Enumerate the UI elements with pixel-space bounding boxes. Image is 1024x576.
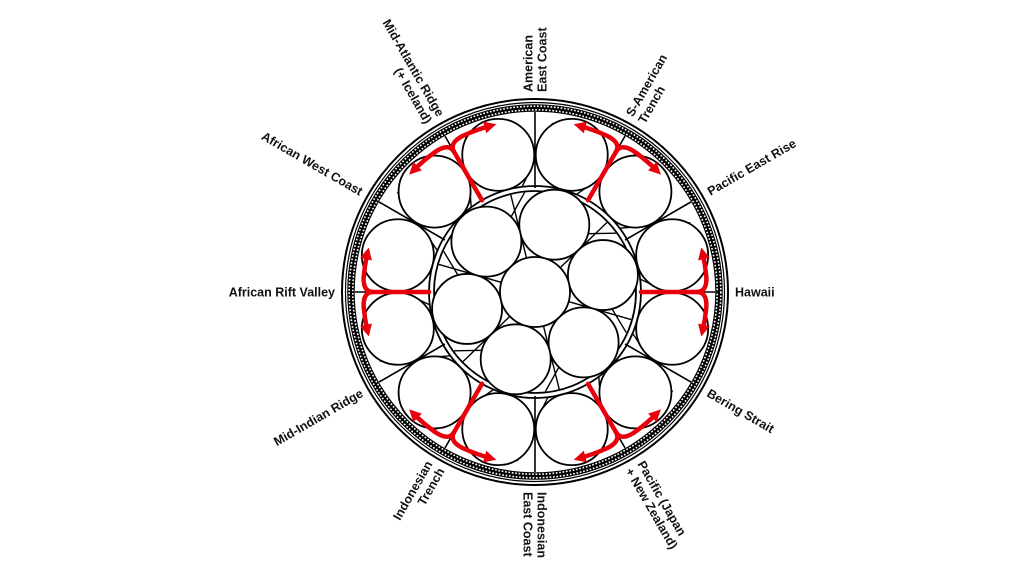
outer-cell-circle: [598, 355, 673, 430]
arrowhead-icon: [409, 409, 422, 423]
label-line: American: [522, 35, 536, 92]
arrowhead-icon: [573, 450, 587, 463]
outer-cell-circle: [360, 291, 435, 366]
flow-arrow-stem: [585, 149, 619, 203]
arrowhead-icon: [698, 323, 710, 337]
flow-arrow-branch: [577, 123, 620, 154]
label-line: Mid-Indian Ridge: [271, 386, 365, 448]
label-line: Bering Strait: [704, 386, 777, 436]
outer-cell-circle: [461, 392, 536, 467]
middle-cell-circle: [547, 306, 620, 379]
radial-divider: [378, 343, 446, 383]
label-african-rift-valley: African Rift Valley: [229, 286, 335, 300]
label-line: Pacific East Rise: [705, 136, 799, 198]
arrowhead-icon: [573, 121, 587, 134]
label-line: Indonesian: [535, 492, 549, 558]
outer-cell-circle: [534, 392, 609, 467]
middle-cell-circle: [518, 188, 591, 261]
flow-arrow-branch: [361, 289, 376, 333]
flow-arrow-stem: [451, 149, 485, 203]
label-line: African West Coast: [259, 129, 366, 199]
arrowhead-icon: [360, 323, 372, 337]
outer-cell-circle: [461, 117, 536, 192]
outer-cell-circle: [534, 117, 609, 192]
checker-band: [347, 104, 723, 480]
label-line: East Coast: [521, 492, 535, 557]
flow-arrow-branch: [613, 411, 659, 440]
middle-cell-circle: [431, 273, 503, 345]
arrowhead-icon: [360, 247, 372, 261]
arrowhead-icon: [409, 161, 422, 175]
outer-cell-circle: [635, 218, 710, 293]
label-line: East Coast: [536, 27, 550, 92]
arrowhead-icon: [483, 121, 497, 134]
diagram-lines: [341, 98, 729, 486]
outer-cell-circle: [635, 291, 710, 366]
flow-arrow-branch: [450, 430, 493, 461]
arrowhead-icon: [483, 450, 497, 463]
label-line: African Rift Valley: [229, 286, 335, 300]
label-indonesian-trench: IndonesianTrench: [390, 458, 447, 529]
outer-cell-circle: [397, 154, 472, 229]
outer-cell-circle: [397, 355, 472, 430]
label-hawaii: Hawaii: [735, 286, 775, 300]
flow-arrow-stem: [585, 381, 619, 435]
middle-cell-circle: [450, 205, 523, 278]
checker-band-pattern: [348, 105, 722, 479]
outer-ring: [341, 98, 729, 486]
label-pacific-japan-new-zealand: Pacific (Japan+ New Zealand): [622, 458, 692, 551]
flow-arrow-stem: [451, 381, 485, 435]
label-s-american-trench: S-AmericanTrench: [623, 52, 682, 126]
label-indonesian-east-coast: IndonesianEast Coast: [521, 492, 549, 558]
radial-divider: [378, 201, 446, 241]
label-american-east-coast: AmericanEast Coast: [522, 27, 550, 92]
label-mid-indian-ridge: Mid-Indian Ridge: [271, 386, 365, 448]
flow-arrow-branch: [411, 144, 457, 173]
checker-band-pattern: [351, 109, 718, 475]
label-pacific-east-rise: Pacific East Rise: [705, 136, 799, 198]
arrowhead-icon: [648, 409, 661, 423]
flow-arrows: [360, 121, 710, 463]
middle-cell-circle: [567, 239, 639, 311]
flow-arrow-branch: [694, 251, 709, 295]
arrowhead-icon: [648, 161, 661, 175]
radial-divider: [624, 343, 692, 383]
middle-cell-circle: [479, 323, 552, 396]
outer-cell-circle: [598, 154, 673, 229]
inner-ring-inner: [433, 190, 637, 394]
outer-cell-circle: [360, 218, 435, 293]
radial-divider: [624, 201, 692, 241]
label-bering-strait: Bering Strait: [704, 386, 777, 436]
arrowhead-icon: [698, 247, 710, 261]
outer-ring-inner-line: [344, 101, 726, 483]
label-mid-atlantic-ridge: Mid-Atlantic Ridge(+ Iceland): [368, 17, 447, 126]
label-line: Hawaii: [735, 286, 775, 300]
label-african-west-coast: African West Coast: [259, 129, 366, 199]
center-circle: [499, 256, 571, 328]
